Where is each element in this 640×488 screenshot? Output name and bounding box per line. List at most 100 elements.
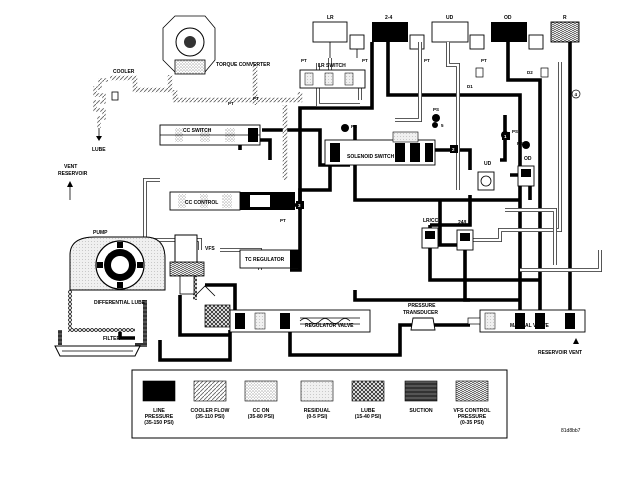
regulator-valve-label: REGULATOR VALVE <box>305 323 354 329</box>
vfs-label: VFS <box>205 246 215 252</box>
pump-label: PUMP <box>93 230 108 236</box>
marker-1: 1 <box>504 134 507 139</box>
filter-label: FILTER <box>103 336 121 342</box>
clutch-2-4: 2-4 <box>372 15 425 50</box>
legend-cooler-flow-l1: COOLER FLOW <box>191 408 230 414</box>
legend: LINE PRESSURE (35-150 PSI) COOLER FLOW (… <box>131 369 508 439</box>
legend-item-line-pressure: LINE PRESSURE (35-150 PSI) <box>142 380 176 426</box>
cooler-label: COOLER <box>113 69 135 75</box>
pressure-switch-2: PS <box>432 107 440 122</box>
legend-lube-l2: (15-40 PSI) <box>355 414 382 420</box>
clutch-od: OD <box>491 15 544 50</box>
marker-3: 3 <box>298 203 301 208</box>
vfs-solenoid: VFS <box>169 234 215 295</box>
lr-switch-valve: LR SWITCH <box>299 63 366 89</box>
legend-vfs-control-l1: VFS CONTROL <box>453 408 491 414</box>
pt-label-24: PT <box>362 58 368 63</box>
torque-converter: TORQUE CONVERTER <box>162 15 270 75</box>
legend-cc-on-l1: CC ON <box>253 408 270 414</box>
pressure-switch-1: PS <box>341 124 357 132</box>
cooler-flow-network <box>110 62 303 180</box>
24-lr-solenoid: 24/LR <box>456 220 474 251</box>
cc-switch-label: CC SWITCH <box>183 128 212 134</box>
filter: FILTER <box>54 336 141 357</box>
figure-reference: 81d8bb7 <box>561 428 581 434</box>
legend-item-lube: LUBE (15-40 PSI) <box>351 380 385 420</box>
legend-suction-l1: SUCTION <box>409 408 433 414</box>
clutch-r: R <box>550 15 580 43</box>
pressure-transducer: PRESSURE TRANSDUCER <box>403 303 438 331</box>
clutch-r-label: R <box>563 15 567 21</box>
legend-line-pressure-l3: (35-150 PSI) <box>144 420 174 426</box>
cc-control-valve: CC CONTROL <box>169 191 295 211</box>
marker-5: 5 <box>441 123 444 128</box>
lr-switch-label: LR SWITCH <box>318 63 346 69</box>
suction-network <box>58 300 147 347</box>
numbered-markers: 3 4 5 2 1 <box>296 89 581 209</box>
legend-vfs-control-l3: (0-35 PSI) <box>460 420 484 426</box>
clutch-ud-label: UD <box>446 15 454 21</box>
ps-label-2: PS <box>433 107 439 112</box>
solenoid-switch-valve: SOLENOID SWITCH <box>324 131 436 166</box>
ud-solenoid-label: UD <box>484 161 492 167</box>
marker-4: 4 <box>575 92 578 97</box>
vent-reservoir-label-line2: RESERVOIR <box>58 171 88 177</box>
d1-label: D1 <box>467 84 473 89</box>
legend-vfs-control-l2: PRESSURE <box>458 414 487 420</box>
clutch-od-label: OD <box>504 15 512 21</box>
24-lr-label: 24/LR <box>458 220 472 226</box>
cc-switch-valve: CC SWITCH <box>159 124 261 146</box>
regulator-valve: REGULATOR VALVE <box>194 285 371 333</box>
torque-converter-label: TORQUE CONVERTER <box>216 62 270 68</box>
legend-lube-l1: LUBE <box>361 408 376 414</box>
clutch-ud: UD <box>431 15 485 50</box>
pressure-switch-4: PS <box>517 141 530 149</box>
legend-line-pressure-l1: LINE <box>153 408 165 414</box>
pressure-transducer-label-line2: TRANSDUCER <box>403 310 438 316</box>
legend-item-cooler-flow: COOLER FLOW (35-110 PSI) <box>191 380 230 420</box>
cooler: COOLER LUBE <box>92 69 135 153</box>
pt-label-tc: PT <box>253 96 259 101</box>
tc-regulator-valve: TC REGULATOR <box>239 249 301 269</box>
legend-residual-l2: (0-5 PSI) <box>307 414 328 420</box>
pump: PUMP DIFFERENTIAL LUBE <box>69 230 166 306</box>
reservoir-vent-label: RESERVOIR VENT <box>538 350 582 356</box>
ps-label-3: PS <box>512 129 518 134</box>
clutch-2-4-label: 2-4 <box>385 15 392 21</box>
clutch-lr: LR <box>312 15 365 58</box>
tc-regulator-label: TC REGULATOR <box>245 257 285 263</box>
legend-cc-on-l2: (35-80 PSI) <box>248 414 275 420</box>
clutch-lr-label: LR <box>327 15 334 21</box>
marker-2: 2 <box>452 147 455 152</box>
d2-label: D2 <box>527 70 533 75</box>
legend-item-residual: RESIDUAL (0-5 PSI) <box>300 380 334 420</box>
ps-label-1: PS <box>351 124 357 129</box>
pt-label-od: PT <box>481 58 487 63</box>
solenoid-switch-label: SOLENOID SWITCH <box>347 154 395 160</box>
legend-item-suction: SUCTION <box>404 380 438 414</box>
pt-label-line: PT <box>280 218 286 223</box>
ps-label-4: PS <box>517 141 523 146</box>
legend-cooler-flow-l2: (35-110 PSI) <box>195 414 224 420</box>
vent-reservoir: VENT RESERVOIR <box>58 164 88 200</box>
pt-label-lr: PT <box>301 58 307 63</box>
pressure-taps: PT PT PT PT PT PT PT D1 D2 <box>228 58 549 223</box>
manual-valve-label: MANUAL VALVE <box>510 323 550 329</box>
pressure-transducer-label-line1: PRESSURE <box>408 303 436 309</box>
legend-item-vfs-control: VFS CONTROL PRESSURE (0-35 PSI) <box>453 380 491 426</box>
manual-valve: MANUAL VALVE RESERVOIR VENT <box>467 309 586 356</box>
lube-label: LUBE <box>92 147 106 153</box>
lr-cc-label: LR/CC <box>423 218 439 224</box>
vent-reservoir-label-line1: VENT <box>64 164 77 170</box>
od-solenoid-label: OD <box>524 156 532 162</box>
cc-control-label: CC CONTROL <box>185 200 218 206</box>
pt-label-ud: PT <box>424 58 430 63</box>
lr-cc-solenoid: LR/CC <box>421 218 439 249</box>
legend-line-pressure-l2: PRESSURE <box>145 414 174 420</box>
ud-solenoid: UD <box>477 161 495 191</box>
legend-item-cc-on: CC ON (35-80 PSI) <box>244 380 278 420</box>
pt-label-cooler: PT <box>228 101 234 106</box>
legend-residual-l1: RESIDUAL <box>304 408 331 414</box>
differential-lube-label: DIFFERENTIAL LUBE <box>94 300 146 306</box>
